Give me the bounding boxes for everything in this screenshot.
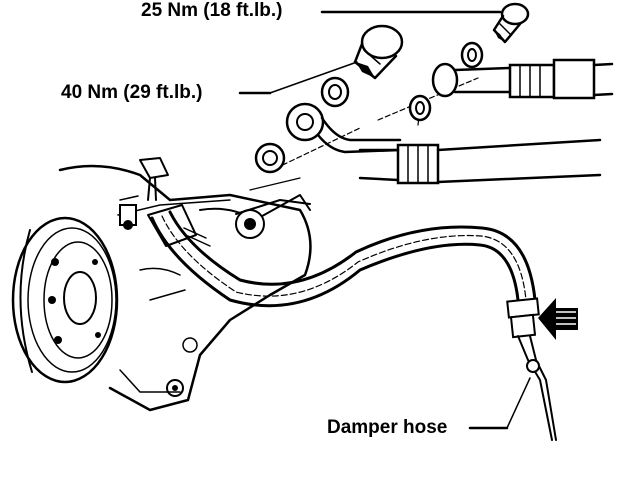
lower-torque-label: 40 Nm (29 ft.lb.) — [61, 82, 203, 103]
pump-body — [58, 157, 312, 412]
banjo-bolts — [353, 2, 530, 80]
arrow-left-icon — [538, 298, 578, 340]
sealing-washers — [254, 41, 484, 174]
pump-pulley — [11, 216, 119, 384]
pressure-hose — [285, 102, 602, 185]
leader-lines — [238, 10, 531, 430]
damper-hose-label: Damper hose — [327, 417, 448, 438]
upper-torque-label: 25 Nm (18 ft.lb.) — [141, 0, 283, 21]
return-hose — [431, 58, 614, 100]
damper-hose — [147, 204, 557, 441]
